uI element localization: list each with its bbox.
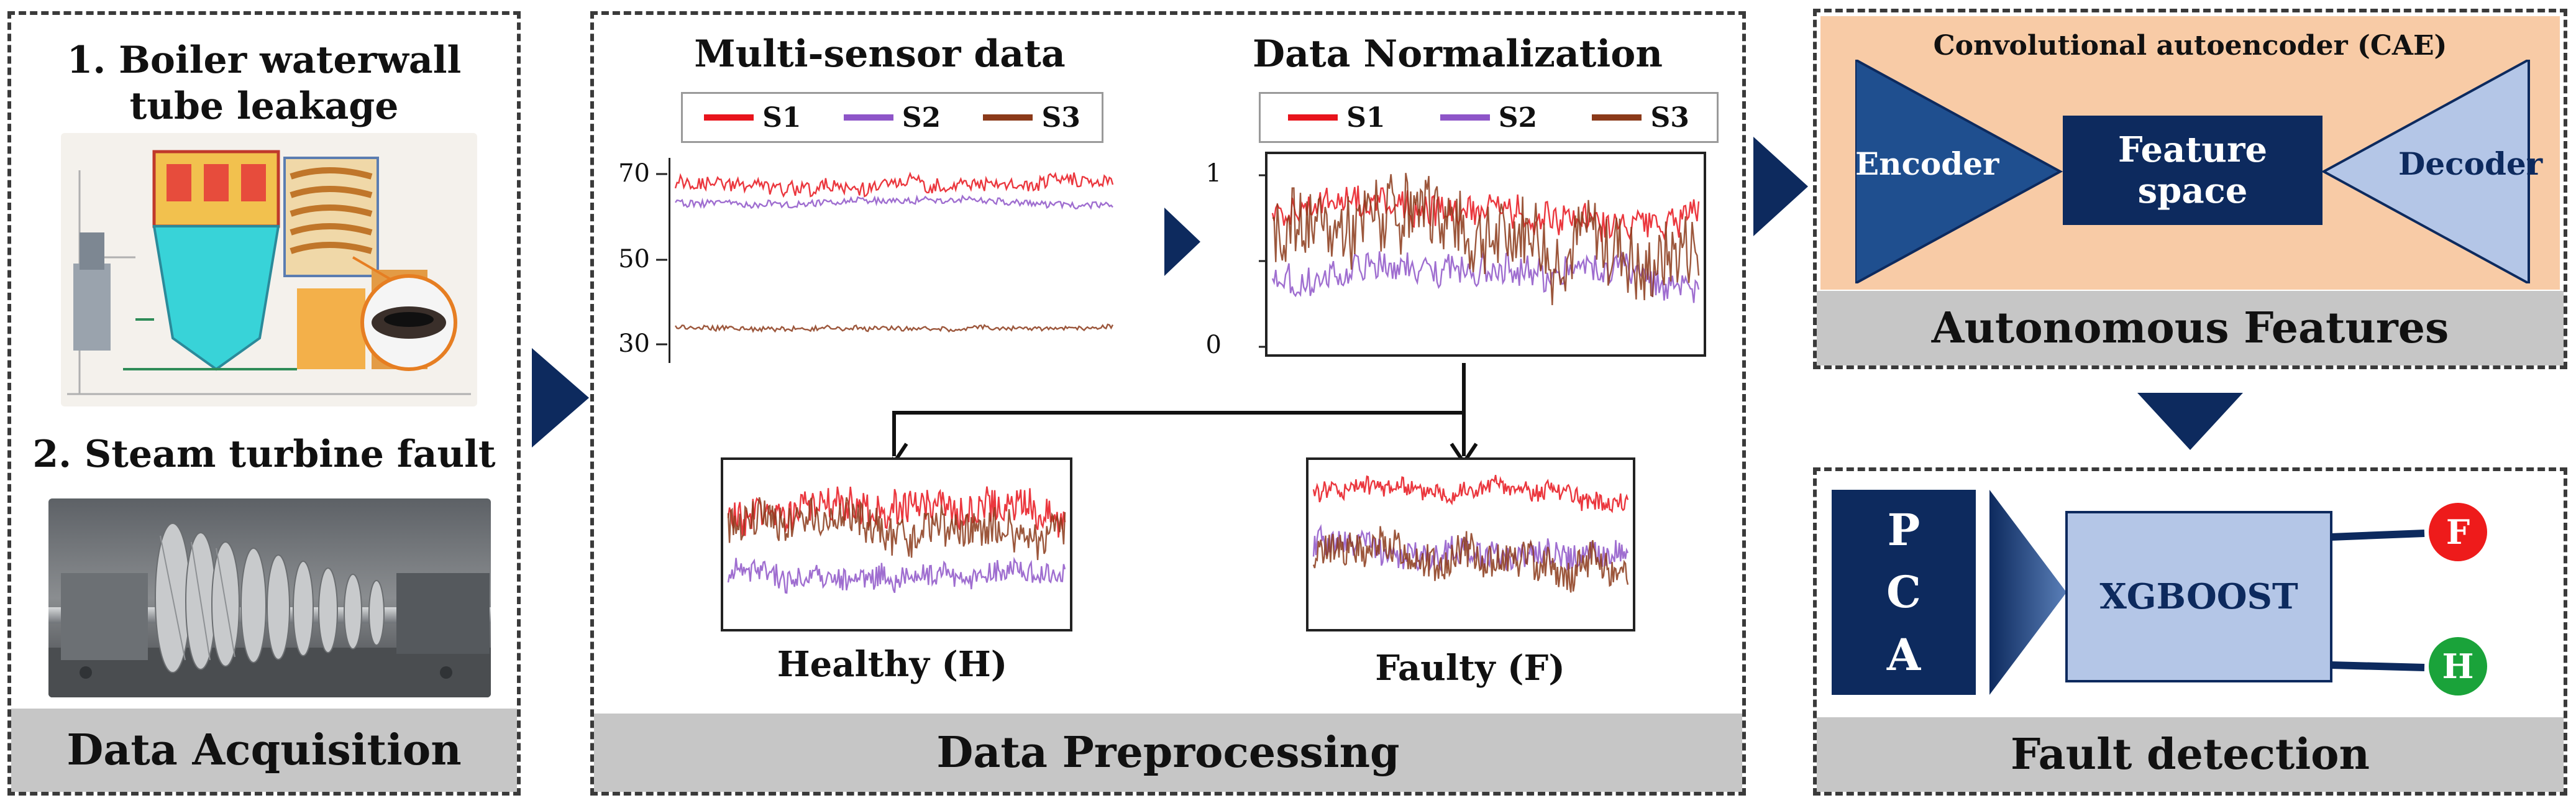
cae-block: Convolutional autoencoder (CAE) Encoder … (1820, 16, 2560, 290)
legend-item-s2: S2 (1440, 102, 1537, 134)
y-tick-label: 0 (1205, 331, 1222, 359)
pca-letter: A (1886, 629, 1921, 681)
normalization-chart (1265, 152, 1706, 357)
xgboost-label: XGBOOST (2099, 576, 2298, 617)
data-preprocessing-footer: Data Preprocessing (594, 714, 1742, 792)
series-line-s2 (1312, 524, 1629, 572)
feature-space-box: Feature space (2063, 116, 2323, 225)
healthy-label: Healthy (H) (777, 644, 1008, 685)
healthy-output-badge: H (2426, 634, 2490, 699)
steam-turbine-title: 2. Steam turbine fault (32, 433, 496, 476)
pca-letter: C (1886, 566, 1921, 618)
data-acquisition-panel: 1. Boiler waterwall tube leakage (7, 11, 521, 796)
series-line-s1 (1271, 185, 1700, 242)
data-acquisition-label: Data Acquisition (66, 725, 462, 775)
series-line-s2 (727, 556, 1066, 594)
faulty-chart (1306, 457, 1635, 631)
series-line-s2 (675, 194, 1113, 210)
flow-arrow-down-icon (2137, 393, 2243, 450)
y-axis-ticks (656, 173, 667, 346)
fault-detection-footer: Fault detection (1817, 717, 2564, 792)
pca-block: P C A (1832, 490, 1976, 695)
legend-item-s3: S3 (983, 102, 1080, 134)
legend-item-s2: S2 (843, 102, 941, 134)
decoder-shape (2321, 60, 2530, 283)
feature-space-line1: Feature (2117, 129, 2268, 170)
healthy-chart (721, 457, 1072, 631)
pca-arrow-icon (1989, 490, 2067, 695)
data-acquisition-footer: Data Acquisition (11, 709, 517, 792)
y-tick-label: 50 (618, 245, 650, 273)
normalization-title: Data Normalization (1253, 32, 1663, 76)
legend-item-s1: S1 (1288, 102, 1386, 134)
series-line-s1 (727, 486, 1066, 538)
series-line-s3 (727, 497, 1066, 561)
encoder-shape (1855, 60, 2063, 283)
y-tick-label: 70 (618, 159, 650, 188)
autonomous-features-label: Autonomous Features (1931, 303, 2449, 353)
flow-arrow-icon (532, 348, 589, 448)
multi-sensor-title: Multi-sensor data (694, 32, 1066, 76)
feature-space-line2: space (2137, 170, 2248, 211)
output-connectors (2331, 530, 2425, 671)
data-preprocessing-panel: Multi-sensor data Data Normalization S1 … (590, 11, 1746, 796)
chevron-right-icon (1164, 208, 1200, 276)
autonomous-features-footer: Autonomous Features (1817, 291, 2564, 365)
fault-output-badge: F (2426, 500, 2490, 564)
legend-item-s3: S3 (1592, 102, 1689, 134)
steam-turbine-image (48, 498, 491, 697)
decoder-label: Decoder (2398, 145, 2543, 182)
autonomous-features-panel: Convolutional autoencoder (CAE) Encoder … (1813, 9, 2567, 369)
fault-detection-label: Fault detection (2011, 730, 2370, 779)
encoder-label: Encoder (1855, 145, 1999, 182)
cae-title: Convolutional autoencoder (CAE) (1933, 30, 2447, 62)
legend-item-s1: S1 (704, 102, 802, 134)
multi-sensor-legend: S1 S2 S3 (681, 92, 1103, 143)
data-preprocessing-label: Data Preprocessing (936, 728, 1400, 778)
healthy-output-label: H (2442, 646, 2474, 686)
fault-detection-panel: P C A XGBOOST F H Fault detection (1813, 467, 2567, 796)
boiler-title-line2: tube leakage (129, 85, 399, 128)
normalization-legend: S1 S2 S3 (1259, 92, 1719, 143)
flow-arrow-icon (1753, 137, 1808, 236)
multi-sensor-chart (669, 158, 1116, 363)
pca-letter: P (1887, 503, 1921, 556)
series-line-s3 (674, 323, 1114, 333)
fault-output-label: F (2446, 512, 2470, 552)
y-tick-label: 1 (1205, 159, 1222, 188)
y-tick-label: 30 (618, 329, 650, 358)
split-arrow-icon (892, 363, 1478, 466)
series-line-s1 (674, 172, 1114, 198)
series-line-s3 (1272, 173, 1700, 305)
faulty-label: Faulty (F) (1375, 648, 1565, 689)
series-line-s1 (1312, 474, 1629, 513)
boiler-schematic-image (61, 133, 477, 406)
xgboost-box: XGBOOST (2065, 511, 2332, 682)
series-line-s3 (1312, 526, 1629, 593)
boiler-title-line1: 1. Boiler waterwall (66, 39, 462, 82)
